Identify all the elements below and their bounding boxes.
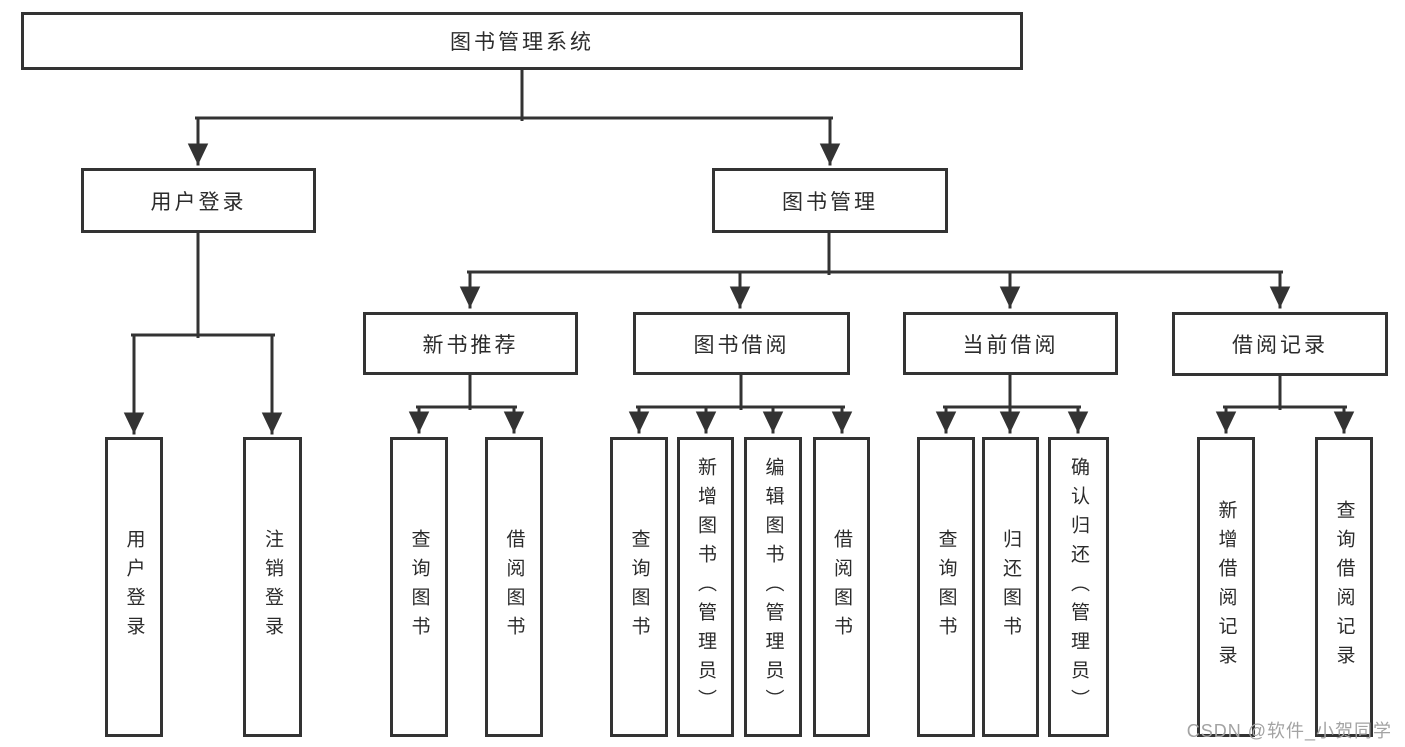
leaf-records-add-record: 新增借阅记录 [1197, 437, 1255, 737]
leaf-logout: 注销登录 [243, 437, 302, 737]
leaf-user-login: 用户登录 [105, 437, 163, 737]
leaf-newbook-query-books: 查询图书 [390, 437, 448, 737]
node-book-borrow: 图书借阅 [633, 312, 850, 375]
leaf-current-return-books: 归还图书 [982, 437, 1039, 737]
connector-book-borrow-children [628, 373, 853, 434]
node-borrow-records: 借阅记录 [1172, 312, 1388, 376]
connector-current-borrow-children [935, 373, 1089, 434]
leaf-borrow-add-books-admin: 新增图书（管理员） [677, 437, 734, 737]
connector-user-login-children [123, 231, 283, 435]
leaf-borrow-query-books: 查询图书 [610, 437, 668, 737]
leaf-current-query-books: 查询图书 [917, 437, 975, 737]
connector-root-children [187, 68, 841, 166]
leaf-current-confirm-return-admin: 确认归还（管理员） [1048, 437, 1109, 737]
node-current-borrow: 当前借阅 [903, 312, 1118, 375]
connector-book-mgmt-children [459, 231, 1291, 309]
leaf-records-query-record: 查询借阅记录 [1315, 437, 1373, 737]
leaf-newbook-borrow-books: 借阅图书 [485, 437, 543, 737]
node-root-library-system: 图书管理系统 [21, 12, 1023, 70]
connector-new-book-children [408, 373, 525, 434]
leaf-borrow-edit-books-admin: 编辑图书（管理员） [744, 437, 802, 737]
csdn-watermark: CSDN @软件_小贺同学 [1186, 721, 1392, 741]
node-new-book-recommend: 新书推荐 [363, 312, 578, 375]
connector-borrow-records-children [1215, 373, 1355, 434]
node-book-management: 图书管理 [712, 168, 948, 233]
leaf-borrow-borrow-books: 借阅图书 [813, 437, 870, 737]
node-user-login: 用户登录 [81, 168, 316, 233]
